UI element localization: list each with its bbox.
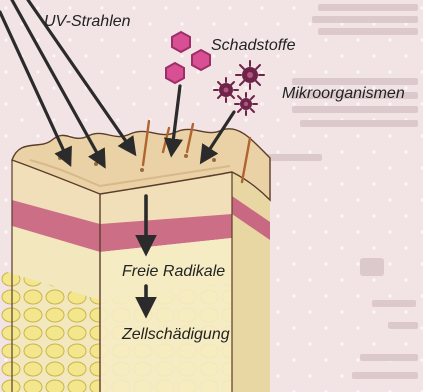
microorganism-spiky-cell: [236, 61, 264, 89]
label-pollutants: Schadstoffe: [211, 37, 296, 54]
pollutant-hexagon: [192, 50, 210, 70]
microorganism-spiky-cell: [235, 93, 257, 115]
skin-block-side: [232, 170, 270, 392]
microorganism-spiky-cell: [214, 78, 238, 102]
label-microorganisms: Mikroorganismen: [282, 85, 405, 102]
label-uv-rays: UV-Strahlen: [44, 13, 131, 30]
pollutant-hexagon: [166, 63, 184, 83]
pollutant-hexagon: [172, 32, 190, 52]
label-free-radicals: Freie Radikale: [122, 263, 225, 280]
label-cell-damage: Zellschädigung: [121, 326, 230, 343]
